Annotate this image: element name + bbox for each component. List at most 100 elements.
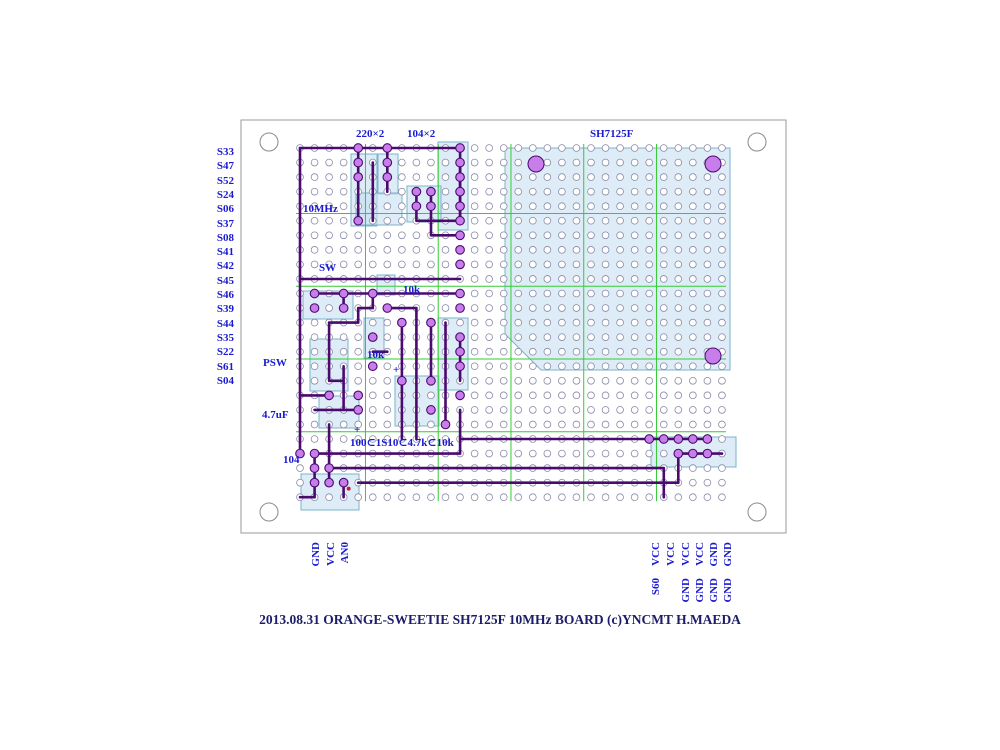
board-hole	[543, 391, 552, 400]
board-hole	[339, 187, 348, 196]
bottom-pin-label: GND	[708, 542, 720, 567]
board-hole	[587, 333, 595, 341]
component-pad	[309, 477, 320, 488]
board-hole	[572, 158, 581, 167]
board-hole	[325, 246, 333, 254]
board-hole	[470, 420, 479, 429]
board-hole	[630, 493, 639, 502]
board-hole	[470, 202, 479, 211]
board-hole	[630, 318, 639, 327]
board-hole	[718, 289, 726, 298]
board-hole	[398, 231, 406, 240]
board-hole	[587, 376, 595, 385]
board-hole	[616, 202, 624, 211]
board-hole	[630, 347, 639, 356]
board-hole	[558, 304, 566, 312]
board-hole	[514, 318, 523, 327]
capacitor-104-label: 104	[283, 454, 300, 466]
board-hole	[354, 347, 363, 356]
board-hole	[659, 231, 668, 240]
component-pad	[309, 288, 320, 299]
board-hole	[616, 347, 624, 356]
board-hole	[630, 406, 639, 414]
board-hole	[543, 144, 552, 152]
board-hole	[383, 318, 392, 327]
board-hole	[703, 260, 712, 269]
board-hole	[572, 449, 581, 458]
board-hole	[601, 493, 610, 502]
board-hole	[703, 333, 712, 341]
board-hole	[558, 318, 566, 327]
board-hole	[325, 202, 333, 211]
board-hole	[470, 158, 479, 167]
board-hole	[543, 275, 552, 283]
component-pad	[455, 390, 465, 401]
board-hole	[616, 246, 624, 254]
board-hole	[674, 391, 683, 400]
board-hole	[572, 493, 581, 502]
bottom-pin-label: GND	[722, 542, 734, 567]
board-hole	[499, 289, 508, 298]
board-hole	[310, 246, 319, 254]
board-hole	[514, 333, 523, 341]
board-hole	[558, 493, 566, 502]
board-hole	[514, 362, 523, 371]
component-pad	[455, 259, 465, 270]
board-hole	[616, 406, 624, 414]
bottom-pin-label: VCC	[694, 542, 706, 566]
board-hole	[441, 435, 450, 443]
board-hole	[718, 275, 726, 283]
component-pad	[702, 448, 713, 459]
board-hole	[368, 260, 377, 269]
board-hole	[601, 246, 610, 254]
board-hole	[441, 202, 450, 211]
board-hole	[499, 333, 508, 341]
board-hole	[601, 275, 610, 283]
board-hole	[470, 376, 479, 385]
board-hole	[398, 493, 406, 502]
board-hole	[543, 347, 552, 356]
board-hole	[310, 173, 319, 181]
polarity-dot	[346, 486, 351, 491]
board-hole	[645, 493, 653, 502]
board-hole	[310, 318, 319, 327]
board-hole	[674, 187, 683, 196]
board-hole	[645, 376, 653, 385]
board-hole	[456, 493, 464, 502]
board-hole	[339, 202, 348, 211]
board-hole	[485, 158, 493, 167]
board-hole	[718, 493, 726, 502]
board-hole	[572, 376, 581, 385]
bottom-pin-label: GND	[680, 578, 692, 603]
component-pad	[324, 477, 334, 488]
signal-label: S37	[216, 217, 234, 230]
board-hole	[325, 158, 333, 167]
board-hole	[616, 449, 624, 458]
board-hole	[718, 362, 726, 371]
component-pad	[353, 390, 364, 401]
board-hole	[572, 420, 581, 429]
board-hole	[499, 362, 508, 371]
board-hole	[587, 260, 595, 269]
board-hole	[659, 173, 668, 181]
board-hole	[630, 275, 639, 283]
resistor-10k-mid-label: 10k	[367, 349, 385, 361]
component-pad	[455, 143, 465, 153]
connector-block	[437, 141, 469, 231]
board-hole	[499, 158, 508, 167]
board-hole	[645, 144, 653, 152]
board-hole	[718, 187, 726, 196]
board-hole	[645, 304, 653, 312]
component-pad	[338, 288, 349, 299]
board-hole	[499, 493, 508, 502]
board-hole	[354, 493, 363, 502]
board-hole	[354, 260, 363, 269]
board-hole	[383, 420, 392, 429]
component-pad	[367, 361, 378, 372]
board-hole	[514, 376, 523, 385]
component-pad	[397, 375, 407, 386]
board-hole	[310, 216, 319, 225]
board-hole	[630, 173, 639, 181]
component-pad	[426, 186, 436, 197]
component-pad	[455, 332, 465, 343]
